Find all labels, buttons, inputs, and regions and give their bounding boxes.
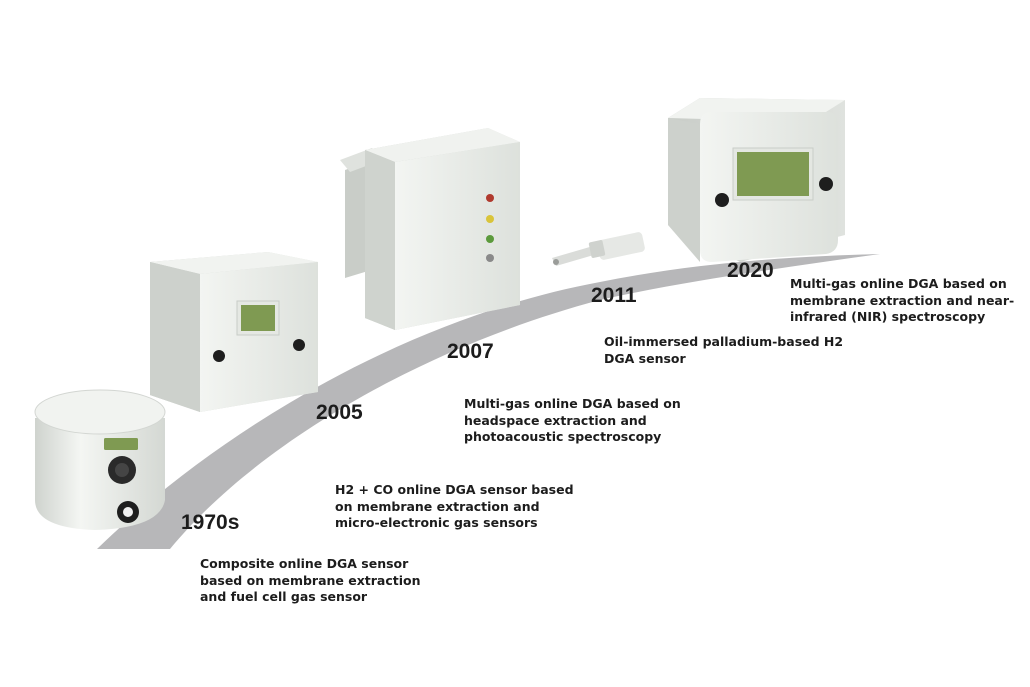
description-line: Oil-immersed palladium-based H2 (604, 334, 844, 349)
year-label-2020: 2020 (727, 259, 774, 282)
milestone-description-2007: Multi-gas online DGA based on headspace … (464, 396, 681, 446)
description-line: micro-electronic gas sensors (335, 515, 538, 530)
led-grey (486, 254, 494, 262)
small-box-monitor-device (150, 252, 318, 412)
control-knob (715, 193, 729, 207)
description-line: photoacoustic spectroscopy (464, 429, 662, 444)
led-green (486, 235, 494, 243)
control-knob (819, 177, 833, 191)
description-line: H2 + CO online DGA sensor based (335, 482, 574, 497)
large-box-monitor-device (668, 98, 845, 262)
description-line: DGA sensor (604, 350, 686, 366)
description-line: on membrane extraction and (335, 498, 540, 514)
control-knob (293, 339, 305, 351)
display-screen (104, 438, 138, 450)
description-line: and fuel cell gas sensor (200, 589, 368, 604)
year-label-2005: 2005 (316, 401, 363, 424)
led-red (486, 194, 494, 202)
year-label-1970s: 1970s (181, 511, 240, 534)
description-line: infrared (NIR) spectroscopy (790, 309, 986, 324)
display-screen (241, 305, 275, 331)
description-line: Multi-gas online DGA based on (464, 396, 681, 411)
description-line: headspace extraction and (464, 412, 647, 428)
description-line: based on membrane extraction (200, 572, 421, 588)
display-screen (737, 152, 809, 196)
description-line: Multi-gas online DGA based on (790, 276, 1007, 291)
milestone-description-1970s: Composite online DGA sensor based on mem… (200, 556, 421, 606)
probe-sensor-device (552, 232, 645, 266)
milestone-description-2005: H2 + CO online DGA sensor based on membr… (335, 482, 574, 532)
timeline-ribbon (97, 254, 880, 549)
cabinet-monitor-device (340, 128, 520, 330)
milestone-description-2020: Multi-gas online DGA based on membrane e… (790, 276, 1014, 326)
description-line: membrane extraction and near- (790, 292, 1015, 308)
year-label-2011: 2011 (591, 284, 637, 307)
cylindrical-sensor-device (34, 389, 166, 530)
year-label-2007: 2007 (447, 340, 494, 363)
description-line: Composite online DGA sensor (200, 556, 409, 571)
milestone-description-2011: Oil-immersed palladium-based H2 DGA sens… (604, 334, 843, 367)
led-yellow (486, 215, 494, 223)
control-knob (213, 350, 225, 362)
